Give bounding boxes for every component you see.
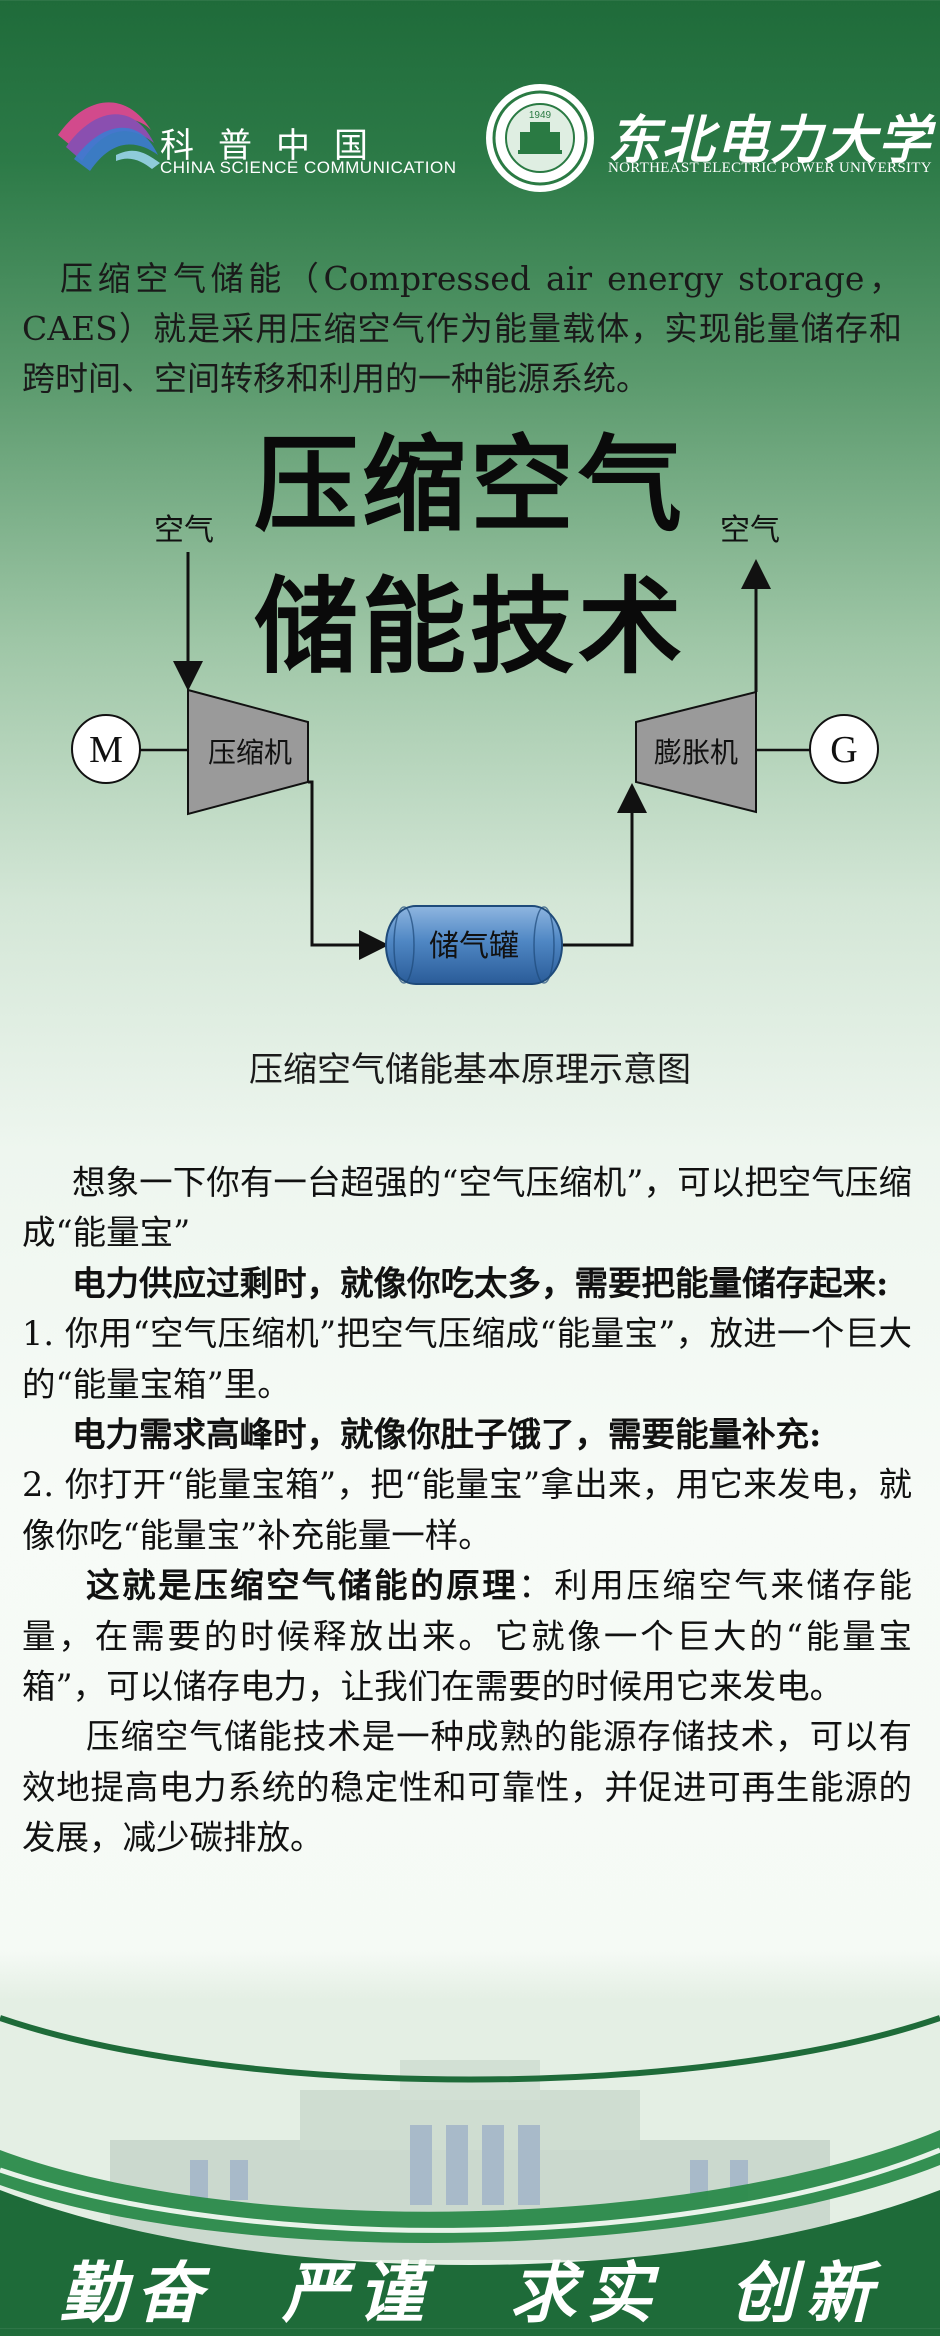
tank-label: 储气罐 (429, 929, 519, 964)
nepu-name-cn: 东北电力大学 (608, 110, 933, 171)
body-text: 想象一下你有一台超强的“空气压缩机”，可以把空气压缩成“能量宝” 电力供应过剩时… (22, 1158, 912, 1864)
school-motto: 勤奋 严谨 求实 创新 (0, 2240, 940, 2332)
title-line-2: 储能技术 (253, 566, 686, 688)
air-in-label: 空气 (154, 513, 214, 548)
expander-shape (635, 690, 757, 814)
ribbon-swoosh-icon (58, 102, 160, 171)
diagram-caption: 压缩空气储能基本原理示意图 (249, 1050, 691, 1090)
csc-name-cn: 科普中国 (160, 126, 392, 166)
compressor-label: 压缩机 (208, 736, 292, 769)
footer-graphic (0, 2015, 940, 2328)
title-line-1: 压缩空气 (253, 424, 686, 546)
caes-diagram: 压缩空气 储能技术 空气 空气 M 压缩机 膨胀机 (0, 400, 940, 1040)
footer: 勤奋 严谨 求实 创新 (0, 1990, 940, 2332)
air-out-label: 空气 (720, 513, 780, 548)
storage-tank (385, 905, 563, 985)
pipe-from-tank (560, 783, 647, 947)
motto-word-2: 严谨 (282, 2254, 434, 2332)
generator-circle (809, 714, 879, 784)
motor-label: M (89, 729, 123, 771)
seal-year: 1949 (529, 110, 552, 121)
nepu-seal-logo: 1949 (486, 84, 594, 192)
expander-label: 膨胀机 (654, 736, 738, 769)
pipe-to-tank (308, 780, 389, 960)
paragraph-6-rest: ：利用压缩空气来储存能量，在需要的时候释放出来。它就像一个巨大的“能量宝箱”，可… (22, 1566, 913, 1707)
china-science-communication-logo (58, 102, 160, 171)
motto-word-3: 求实 (510, 2254, 662, 2332)
motto-word-4: 创新 (730, 2254, 882, 2332)
paragraph-6-bold: 这就是压缩空气储能的原理 (86, 1566, 519, 1606)
csc-name-en: CHINA SCIENCE COMMUNICATION (160, 158, 457, 177)
paragraph-4-bold: 电力需求高峰时，就像你肚子饿了，需要能量补充: (72, 1415, 822, 1455)
paragraph-1: 想象一下你有一台超强的“空气压缩机”，可以把空气压缩成“能量宝” (22, 1163, 912, 1253)
paragraph-7: 压缩空气储能技术是一种成熟的能源存储技术，可以有效地提高电力系统的稳定性和可靠性… (22, 1717, 912, 1858)
schematic: 空气 空气 M 压缩机 膨胀机 G 储气罐 (71, 513, 879, 985)
nepu-name-en: NORTHEAST ELECTRIC POWER UNIVERSITY (608, 160, 932, 176)
motto-word-1: 勤奋 (60, 2254, 212, 2332)
paragraph-3: 1. 你用“空气压缩机”把空气压缩成“能量宝”，放进一个巨大的“能量宝箱”里。 (22, 1314, 912, 1404)
paragraph-2-bold: 电力供应过剩时，就像你吃太多，需要把能量储存起来: (72, 1263, 889, 1303)
motor-circle (71, 714, 141, 784)
generator-label: G (830, 729, 857, 771)
intro-paragraph: 压缩空气储能（Compressed air energy storage，CAE… (22, 259, 902, 398)
paragraph-5: 2. 你打开“能量宝箱”，把“能量宝”拿出来，用它来发电，就像你吃“能量宝”补充… (22, 1465, 912, 1555)
